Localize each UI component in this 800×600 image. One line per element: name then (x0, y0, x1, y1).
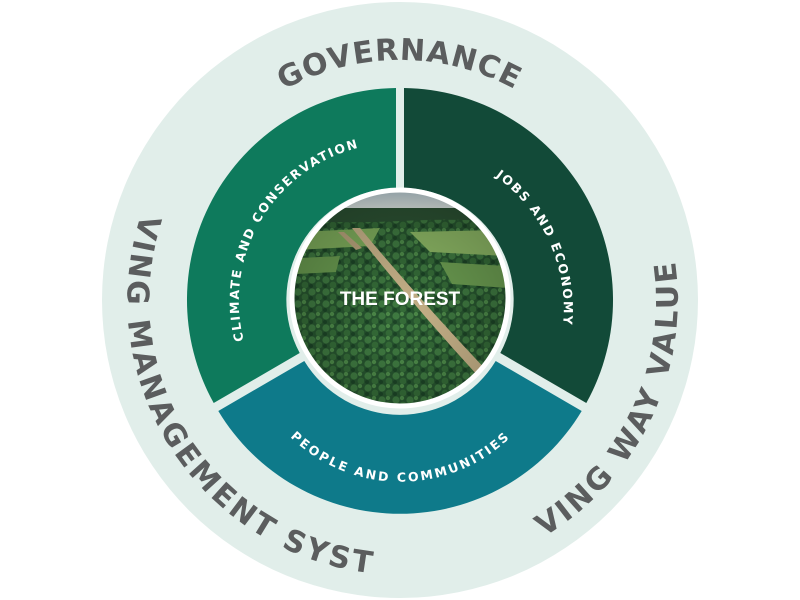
jobs-economy-segment (404, 88, 614, 403)
middle-ring (186, 88, 614, 514)
climate-conservation-segment (186, 88, 396, 403)
forest-photo (292, 190, 508, 406)
forest-photo-border (289, 187, 511, 409)
the-forest-label: THE FOREST (340, 289, 461, 310)
people-communities-segment (218, 361, 582, 514)
